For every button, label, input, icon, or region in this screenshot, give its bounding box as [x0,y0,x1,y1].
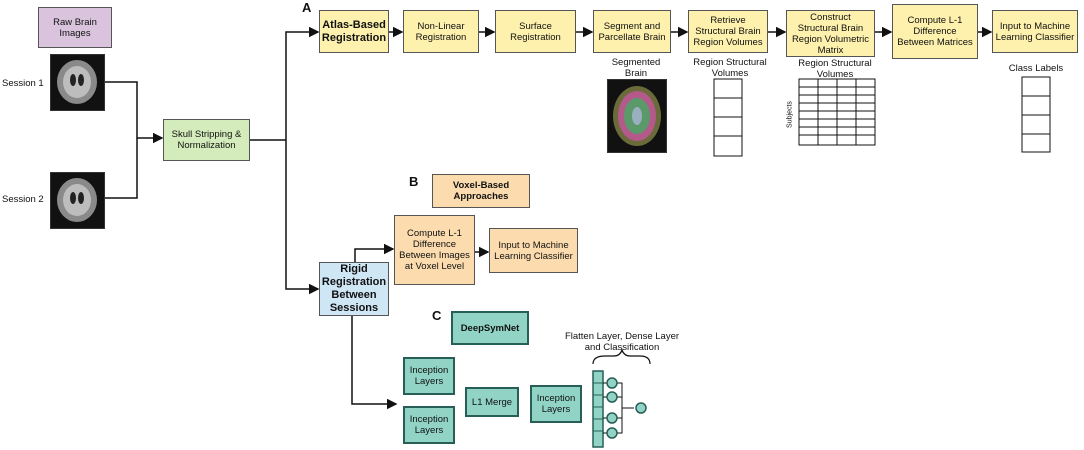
region-volumes-column [713,78,743,157]
compute-l1-voxel-label: Compute L-1 Difference Between Images at… [399,228,470,272]
nonlinear-registration-label: Non-Linear Registration [415,20,467,43]
rigid-registration-box: Rigid Registration Between Sessions [319,262,389,316]
l1-merge-label: L1 Merge [471,396,513,408]
rigid-registration-label: Rigid Registration Between Sessions [321,263,387,314]
bracket [592,348,651,365]
l1-merge-box: L1 Merge [465,387,519,417]
atlas-registration-label: Atlas-Based Registration [321,18,387,44]
class-labels-column [1021,76,1051,153]
rigid-to-compute-arrow [354,243,395,262]
retrieve-volumes-box: Retrieve Structural Brain Region Volumes [688,10,768,53]
raw-brain-images-box: Raw Brain Images [38,7,112,48]
nonlinear-registration-box: Non-Linear Registration [403,10,479,53]
to-atlas-arrow [285,26,320,140]
voxel-approaches-box: Voxel-Based Approaches [432,174,530,208]
skull-stripping-label: Skull Stripping & Normalization [171,129,242,151]
surface-registration-label: Surface Registration [510,20,561,43]
to-rigid-arrow [285,140,320,295]
session1-to-skull-arrow [104,81,164,144]
construct-matrix-label: Construct Structural Brain Region Volume… [791,11,870,56]
input-classifier-a-box: Input to Machine Learning Classifier [992,10,1078,53]
inception-layers-3-label: Inception Layers [536,393,576,415]
inception-layers-1-box: Inception Layers [403,357,455,395]
deepsymnet-label: DeepSymNet [460,322,520,334]
inception-layers-2-box: Inception Layers [403,406,455,444]
section-c-label: C [432,308,442,323]
flatten-label: Flatten Layer, Dense Layer and Classific… [564,331,680,353]
inception-layers-1-label: Inception Layers [409,365,449,387]
region-volumes-label-1: Region Structural Volumes [693,57,767,79]
flatten-network [592,370,647,448]
inception-layers-3-box: Inception Layers [530,385,582,423]
segment-parcellate-box: Segment and Parcellate Brain [593,10,671,53]
compute-l1-voxel-box: Compute L-1 Difference Between Images at… [394,215,475,285]
session2-to-skull-line [104,138,138,199]
input-classifier-a-label: Input to Machine Learning Classifier [995,20,1075,43]
voxel-approaches-label: Voxel-Based Approaches [452,180,510,202]
class-labels-label: Class Labels [1008,63,1064,74]
segment-parcellate-label: Segment and Parcellate Brain [598,20,666,43]
session2-brain-image [50,172,105,229]
volumetric-matrix [798,78,876,146]
input-classifier-b-box: Input to Machine Learning Classifier [489,228,578,273]
session1-brain-image [50,54,105,111]
section-b-label: B [409,174,419,189]
region-volumes-label-2: Region Structural Volumes [798,58,872,80]
inception-layers-2-label: Inception Layers [409,414,449,436]
rigid-to-inception-arrow [351,316,398,410]
construct-matrix-box: Construct Structural Brain Region Volume… [786,10,875,57]
raw-brain-images-label: Raw Brain Images [53,16,97,39]
section-a-label: A [302,0,312,15]
deepsymnet-box: DeepSymNet [451,311,529,345]
session1-label: Session 1 [2,78,44,89]
surface-registration-box: Surface Registration [495,10,576,53]
segmented-brain-image [607,79,667,153]
compute-l1-matrices-box: Compute L-1 Difference Between Matrices [892,4,978,59]
input-classifier-b-label: Input to Machine Learning Classifier [494,239,573,262]
skull-stripping-box: Skull Stripping & Normalization [163,119,250,161]
atlas-registration-box: Atlas-Based Registration [319,10,389,53]
segmented-brain-label: Segmented Brain [611,57,661,79]
subjects-label: Subjects [786,101,794,128]
compute-l1-matrices-label: Compute L-1 Difference Between Matrices [897,15,973,48]
session2-label: Session 2 [2,194,44,205]
retrieve-volumes-label: Retrieve Structural Brain Region Volumes [693,15,763,48]
